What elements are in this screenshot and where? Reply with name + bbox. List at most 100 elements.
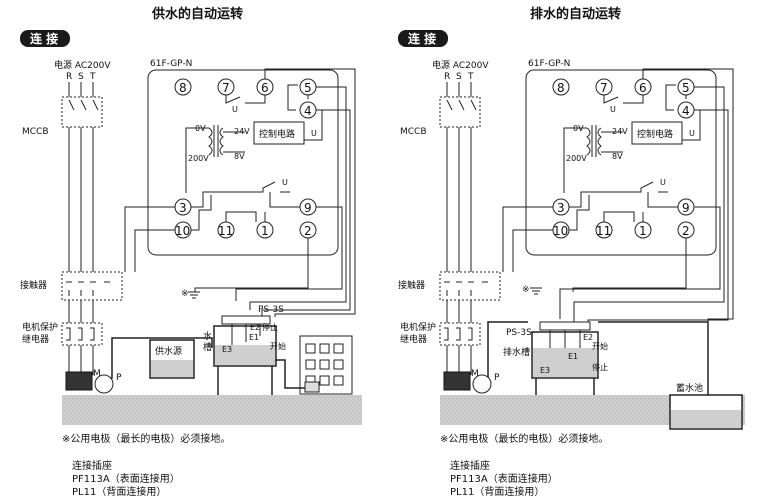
right-ground-symbol: [530, 287, 542, 295]
left-motor-label: M: [93, 369, 101, 379]
left-v8: 8V: [234, 152, 245, 161]
left-ground-mark: ※: [181, 289, 189, 299]
left-ground: [62, 395, 362, 425]
right-conn-1: 连接插座: [450, 459, 490, 472]
right-terminal-2-label: 2: [682, 224, 690, 238]
right-e1: E1: [568, 352, 578, 361]
left-tank-water: [215, 345, 275, 365]
right-contactor-label: 接触器: [398, 279, 425, 291]
right-u-bottom: U: [660, 178, 666, 187]
left-stop-label: 停止: [262, 322, 278, 332]
left-v200: 200V: [188, 154, 209, 163]
right-terminal-7-label: 7: [600, 81, 608, 95]
left-valve: [304, 381, 320, 393]
right-terminal-8: [552, 78, 570, 96]
left-conn-3: PL11（背面连接用）: [72, 485, 166, 498]
left-terminal-8-label: 8: [179, 81, 187, 95]
left-u-top: U: [232, 105, 238, 114]
left-contactor-box: [61, 271, 123, 301]
right-phase-t: T: [467, 72, 474, 82]
right-terminal-8-label: 8: [557, 81, 565, 95]
left-controller-box: [147, 69, 339, 256]
left-water-tank: [213, 325, 277, 367]
left-terminal-7-label: 7: [222, 81, 230, 95]
left-start-label: 开始: [270, 341, 286, 351]
right-pump: [472, 374, 492, 394]
left-pump-label: P: [116, 373, 122, 383]
right-controller-box: [525, 69, 717, 256]
right-terminal-9-label: 9: [682, 201, 690, 215]
left-tag-bg: [20, 30, 70, 47]
right-terminal-10-label: 10: [553, 224, 568, 238]
left-model-label: 61F-GP-N: [150, 59, 192, 69]
right-panel: 排水的自动运转 连 接 电源 AC200V R S T MCCB 接触器 电机保…: [398, 6, 745, 498]
right-motor-label: M: [471, 369, 479, 379]
left-e1: E1: [249, 333, 259, 342]
right-relay-label-1: 电机保护: [400, 321, 436, 333]
left-control-circuit-label: 控制电路: [259, 128, 295, 140]
left-relay-heaters: [66, 327, 95, 341]
right-conn-3: PL11（背面连接用）: [450, 485, 544, 498]
right-motor: [443, 371, 471, 391]
right-terminal-3-label: 3: [557, 201, 565, 215]
left-ground-symbol: [188, 291, 200, 299]
right-reservoir-water: [671, 410, 741, 428]
left-supply-water: [151, 360, 193, 377]
left-panel: 供水的自动运转 连 接 电源 AC200V R S T MCCB 接触器 电机保…: [20, 6, 362, 498]
left-terminal-2-label: 2: [304, 224, 312, 238]
left-contactor-label: 接触器: [20, 279, 47, 291]
right-mccb-label: MCCB: [400, 127, 427, 137]
right-terminal-4-label: 4: [682, 104, 690, 118]
right-tank-legs: [535, 378, 595, 395]
right-e3: E3: [540, 366, 550, 375]
right-drain-tank: [531, 331, 599, 379]
right-model-label: 61F-GP-N: [528, 59, 570, 69]
right-ground-mark: ※: [522, 285, 530, 295]
left-phase-r: R: [66, 72, 72, 82]
left-phase-s: S: [78, 72, 84, 82]
right-e2: E2: [583, 333, 593, 342]
right-terminals-bottom: [552, 198, 695, 239]
right-v200: 200V: [566, 154, 587, 163]
left-e3: E3: [222, 345, 232, 354]
left-external-wiring: [124, 68, 356, 317]
right-terminal-11-label: 11: [596, 224, 611, 238]
right-tank-label: 排水槽: [503, 346, 530, 358]
left-control-circuit: [253, 121, 305, 145]
left-terminal-4-label: 4: [304, 104, 312, 118]
right-phase-r: R: [444, 72, 450, 82]
right-contactor-box: [439, 271, 501, 301]
right-control-circuit: [631, 121, 683, 145]
left-contactor-contacts: [66, 281, 110, 296]
left-tank-label-2: 槽: [203, 341, 212, 353]
left-mccb-switches: [68, 99, 99, 111]
left-note: ※公用电极（最长的电极）必须接地。: [62, 432, 230, 445]
right-electrode-holder: [539, 321, 591, 331]
left-terminal-11-label: 11: [218, 224, 233, 238]
right-pump-label: P: [494, 373, 500, 383]
right-relay-contact-top: [603, 84, 701, 141]
left-inner-wiring: [191, 181, 300, 231]
right-stop-label: 停止: [592, 362, 608, 372]
right-terminal-1-label: 1: [639, 224, 647, 238]
left-tank-label-1: 水: [203, 330, 212, 342]
left-tag: 连 接: [30, 31, 58, 46]
right-phase-s: S: [456, 72, 462, 82]
right-control-circuit-label: 控制电路: [637, 128, 673, 140]
right-terminal-6-label: 6: [639, 81, 647, 95]
right-relay-heaters: [444, 327, 473, 341]
left-terminal-8: [174, 78, 192, 96]
right-conn-2: PF113A（表面连接用）: [450, 472, 558, 485]
right-ground: [440, 395, 670, 425]
right-relay-label-2: 继电器: [400, 333, 427, 345]
left-motor: [65, 371, 93, 391]
right-mccb-switches: [446, 99, 477, 111]
right-tag: 连 接: [408, 31, 436, 46]
right-terminal-5-label: 5: [682, 81, 690, 95]
left-tank-legs: [217, 366, 273, 395]
left-transformer: [185, 125, 245, 193]
right-note: ※公用电极（最长的电极）必须接地。: [440, 432, 608, 445]
right-ground-edge: [742, 395, 745, 425]
left-power-label: 电源 AC200V: [54, 59, 111, 71]
